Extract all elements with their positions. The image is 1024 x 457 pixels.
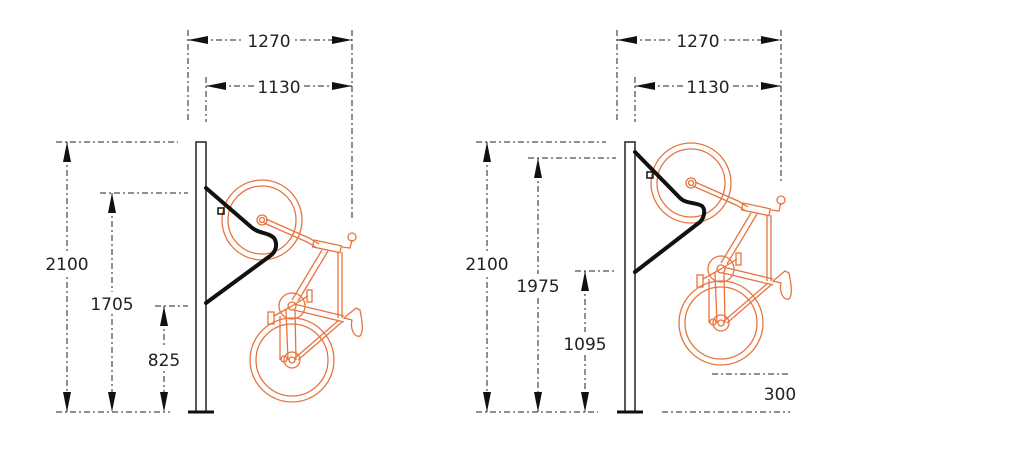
bicycle-outline <box>221 179 363 403</box>
right-view: 1270 1130 2100 1975 1095 300 <box>460 30 796 414</box>
dim-label-lower-mount: 1095 <box>563 335 606 355</box>
dim-label-post-height: 2100 <box>45 255 88 275</box>
dim-label-width-clear: 1130 <box>686 78 729 98</box>
dim-label-width-total: 1270 <box>676 32 719 52</box>
bicycle-outline <box>650 142 792 366</box>
dim-label-post-height: 2100 <box>465 255 508 275</box>
dim-label-floor-clearance: 300 <box>764 385 796 405</box>
dim-label-width-clear: 1130 <box>257 78 300 98</box>
wall-post <box>624 141 636 413</box>
dim-label-upper-mount: 1705 <box>90 295 133 315</box>
dim-label-width-total: 1270 <box>247 32 290 52</box>
rack-hook-arm <box>204 186 279 305</box>
rack-hook-arm <box>633 150 707 274</box>
dim-label-upper-mount: 1975 <box>516 277 559 297</box>
dim-label-lower-mount: 825 <box>148 351 180 371</box>
wall-post <box>195 141 207 413</box>
left-view: 1270 1130 2100 1705 825 <box>40 30 363 414</box>
